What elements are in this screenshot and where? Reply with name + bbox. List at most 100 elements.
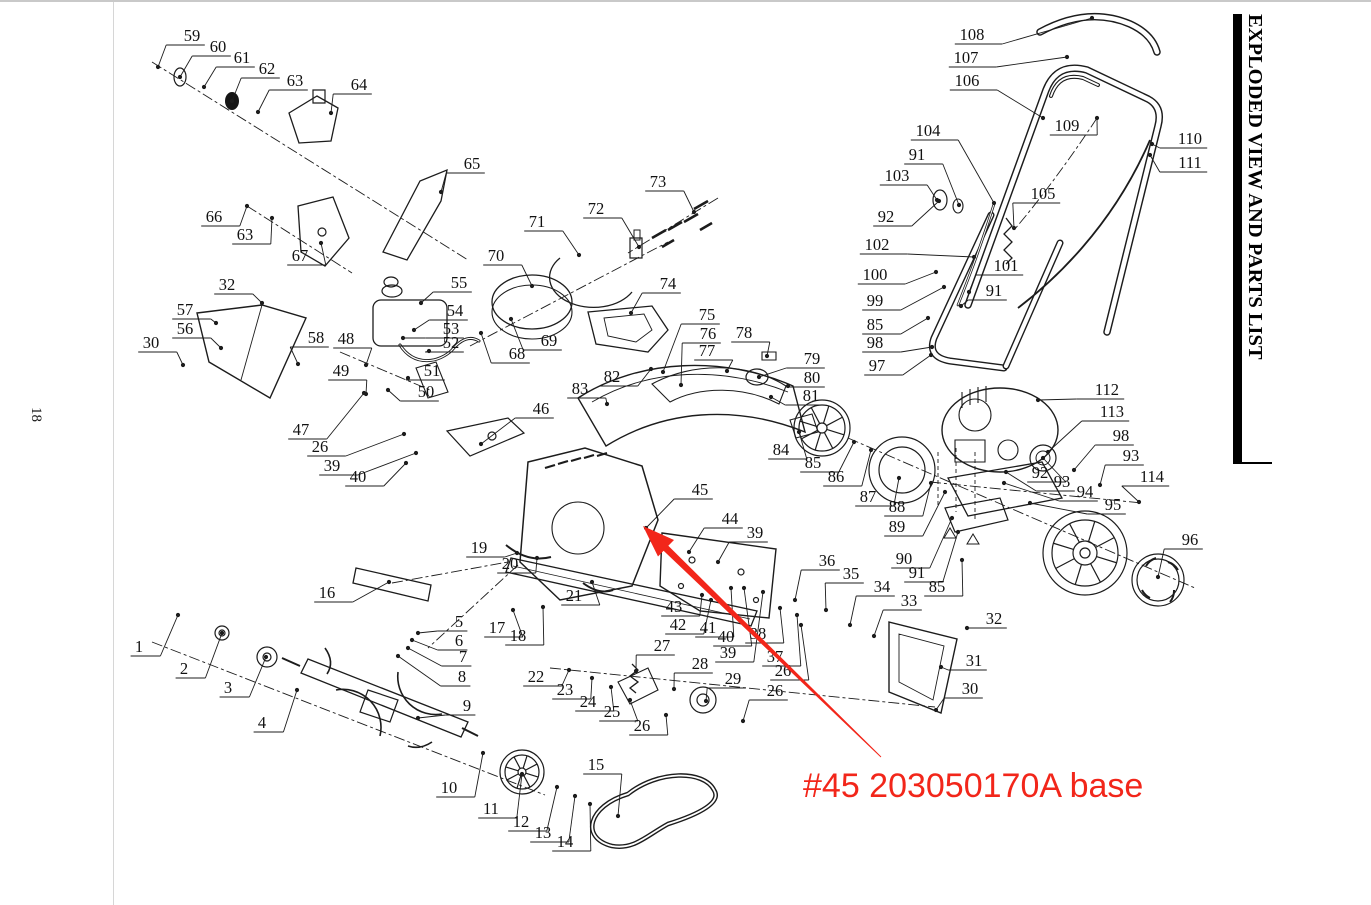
svg-text:1: 1 bbox=[135, 637, 143, 656]
svg-text:103: 103 bbox=[885, 166, 910, 185]
svg-text:111: 111 bbox=[1178, 153, 1202, 172]
svg-text:65: 65 bbox=[464, 154, 481, 173]
svg-text:45: 45 bbox=[692, 480, 709, 499]
svg-text:110: 110 bbox=[1178, 129, 1202, 148]
svg-text:26: 26 bbox=[634, 716, 651, 735]
part-annotation-text: #45 203050170A base bbox=[803, 767, 1144, 805]
svg-text:80: 80 bbox=[804, 368, 821, 387]
svg-text:98: 98 bbox=[1113, 426, 1130, 445]
svg-text:32: 32 bbox=[986, 609, 1003, 628]
annotation-arrow bbox=[643, 526, 882, 758]
svg-text:46: 46 bbox=[533, 399, 550, 418]
svg-text:2: 2 bbox=[180, 659, 188, 678]
svg-text:54: 54 bbox=[447, 301, 464, 320]
svg-text:22: 22 bbox=[528, 667, 545, 686]
svg-text:30: 30 bbox=[962, 679, 979, 698]
sidebar-title-block: EXPLODED VIEW AND PARTS LIST bbox=[1233, 14, 1272, 464]
svg-text:61: 61 bbox=[234, 48, 251, 67]
svg-text:16: 16 bbox=[319, 583, 336, 602]
svg-text:94: 94 bbox=[1077, 482, 1094, 501]
svg-text:10: 10 bbox=[441, 778, 458, 797]
svg-text:93: 93 bbox=[1054, 472, 1071, 491]
svg-text:5: 5 bbox=[455, 612, 463, 631]
svg-text:34: 34 bbox=[874, 577, 891, 596]
svg-text:25: 25 bbox=[604, 702, 621, 721]
svg-text:6: 6 bbox=[455, 631, 463, 650]
svg-text:13: 13 bbox=[535, 823, 552, 842]
svg-text:92: 92 bbox=[878, 207, 895, 226]
svg-text:62: 62 bbox=[259, 59, 276, 78]
svg-text:91: 91 bbox=[909, 145, 926, 164]
svg-text:108: 108 bbox=[960, 25, 985, 44]
svg-text:26: 26 bbox=[312, 437, 329, 456]
page-number: 18 bbox=[28, 407, 44, 422]
svg-text:44: 44 bbox=[722, 509, 739, 528]
svg-text:105: 105 bbox=[1031, 184, 1056, 203]
svg-text:56: 56 bbox=[177, 319, 194, 338]
svg-text:104: 104 bbox=[916, 121, 941, 140]
svg-text:31: 31 bbox=[966, 651, 983, 670]
svg-text:96: 96 bbox=[1182, 530, 1199, 549]
svg-text:75: 75 bbox=[699, 305, 716, 324]
svg-text:23: 23 bbox=[557, 680, 574, 699]
svg-text:21: 21 bbox=[566, 586, 583, 605]
svg-text:106: 106 bbox=[955, 71, 980, 90]
svg-text:77: 77 bbox=[699, 341, 716, 360]
svg-text:20: 20 bbox=[502, 554, 519, 573]
svg-text:79: 79 bbox=[804, 349, 821, 368]
svg-text:43: 43 bbox=[666, 597, 683, 616]
svg-text:85: 85 bbox=[929, 577, 946, 596]
svg-text:87: 87 bbox=[860, 487, 877, 506]
svg-text:40: 40 bbox=[350, 467, 367, 486]
window-top-edge bbox=[0, 0, 1371, 2]
svg-text:15: 15 bbox=[588, 755, 605, 774]
svg-text:99: 99 bbox=[867, 291, 884, 310]
svg-text:85: 85 bbox=[805, 453, 822, 472]
svg-text:93: 93 bbox=[1123, 446, 1140, 465]
svg-text:102: 102 bbox=[865, 235, 890, 254]
svg-text:30: 30 bbox=[143, 333, 160, 352]
svg-text:7: 7 bbox=[459, 647, 467, 666]
svg-text:14: 14 bbox=[557, 832, 574, 851]
svg-text:71: 71 bbox=[529, 212, 546, 231]
svg-text:112: 112 bbox=[1095, 380, 1119, 399]
svg-text:48: 48 bbox=[338, 329, 355, 348]
svg-text:59: 59 bbox=[184, 26, 201, 45]
svg-text:53: 53 bbox=[443, 319, 460, 338]
svg-text:58: 58 bbox=[308, 328, 325, 347]
svg-text:50: 50 bbox=[418, 382, 435, 401]
svg-text:40: 40 bbox=[718, 627, 735, 646]
svg-text:49: 49 bbox=[333, 361, 350, 380]
svg-text:114: 114 bbox=[1140, 467, 1164, 486]
svg-text:82: 82 bbox=[604, 367, 621, 386]
svg-text:89: 89 bbox=[889, 517, 906, 536]
svg-text:33: 33 bbox=[901, 591, 918, 610]
svg-text:63: 63 bbox=[237, 225, 254, 244]
svg-text:73: 73 bbox=[650, 172, 667, 191]
svg-text:60: 60 bbox=[210, 37, 227, 56]
svg-text:52: 52 bbox=[443, 333, 460, 352]
svg-text:19: 19 bbox=[471, 538, 488, 557]
svg-text:39: 39 bbox=[720, 643, 737, 662]
sidebar-title: EXPLODED VIEW AND PARTS LIST bbox=[1244, 14, 1266, 360]
svg-text:12: 12 bbox=[513, 812, 530, 831]
svg-text:63: 63 bbox=[287, 71, 304, 90]
svg-text:83: 83 bbox=[572, 379, 589, 398]
svg-text:67: 67 bbox=[292, 246, 309, 265]
svg-text:69: 69 bbox=[541, 331, 558, 350]
svg-text:98: 98 bbox=[867, 333, 884, 352]
svg-text:9: 9 bbox=[463, 696, 471, 715]
svg-text:101: 101 bbox=[994, 256, 1019, 275]
svg-text:92: 92 bbox=[1032, 463, 1049, 482]
svg-text:109: 109 bbox=[1055, 116, 1080, 135]
svg-text:64: 64 bbox=[351, 75, 368, 94]
svg-text:86: 86 bbox=[828, 467, 845, 486]
svg-text:47: 47 bbox=[293, 420, 310, 439]
svg-text:3: 3 bbox=[224, 678, 232, 697]
svg-text:42: 42 bbox=[670, 615, 687, 634]
svg-text:4: 4 bbox=[258, 713, 266, 732]
svg-text:85: 85 bbox=[867, 315, 884, 334]
page-border bbox=[113, 2, 114, 905]
